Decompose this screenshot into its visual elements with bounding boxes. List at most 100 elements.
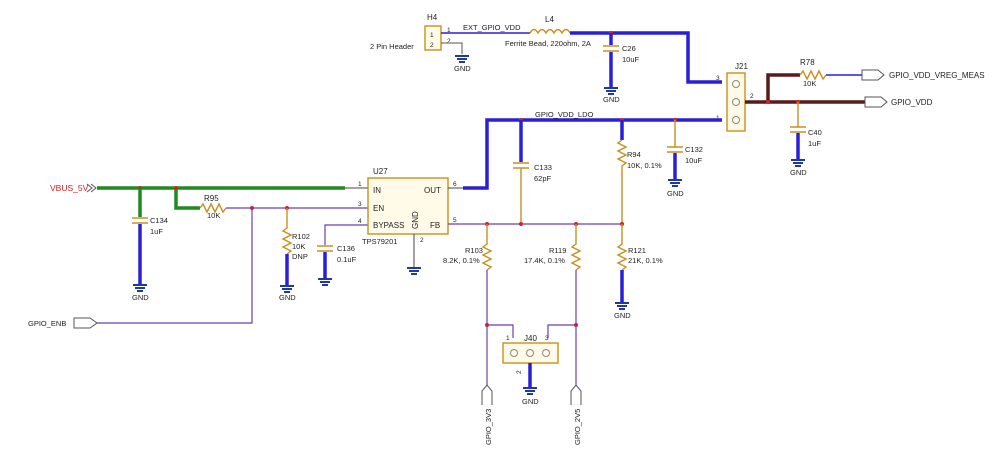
c134-ref: C134 bbox=[150, 216, 168, 225]
gnd-c134: GND bbox=[132, 284, 149, 302]
r119-ref: R119 bbox=[549, 246, 566, 255]
gnd-c40: GND bbox=[790, 159, 807, 177]
j40-pin1: 1 bbox=[506, 335, 510, 342]
enb-wire bbox=[97, 208, 253, 324]
r95-resistor[interactable]: R95 10K bbox=[199, 194, 227, 220]
junction-c133-fb bbox=[519, 222, 523, 226]
c26-capacitor[interactable]: C26 10uF bbox=[603, 33, 640, 88]
port-vreg-meas[interactable]: GPIO_VDD_VREG_MEAS bbox=[861, 69, 985, 81]
r102-resistor[interactable]: R102 10K DNP bbox=[281, 208, 310, 286]
net-ext-gpio-vdd: EXT_GPIO_VDD bbox=[463, 23, 521, 32]
gnd-r121: GND bbox=[614, 302, 631, 320]
gnd-h4: GND bbox=[454, 55, 471, 73]
c26-ref: C26 bbox=[622, 44, 636, 53]
gnd-c132: GND bbox=[667, 179, 684, 198]
r121-val: 21K, 0.1% bbox=[628, 256, 663, 265]
c132-capacitor[interactable]: C132 10uF bbox=[667, 120, 703, 180]
port-gpio-enb[interactable]: GPIO_ENB bbox=[28, 317, 98, 329]
u27-num-bypass: 4 bbox=[358, 218, 362, 225]
r103-resistor[interactable]: R103 8.2K, 0.1% bbox=[443, 224, 514, 338]
h4-p1-pin: 1 bbox=[447, 27, 451, 34]
port-gpio-2v5[interactable]: GPIO_2V5 bbox=[570, 384, 582, 445]
junction-j21 bbox=[766, 100, 770, 104]
r94-val: 10K, 0.1% bbox=[627, 161, 662, 170]
h4-pin2-num: 2 bbox=[430, 42, 434, 49]
r103-val: 8.2K, 0.1% bbox=[443, 256, 480, 265]
u27-num-in: 1 bbox=[358, 181, 362, 188]
port-vbus[interactable]: VBUS_5V bbox=[50, 183, 97, 193]
c136-capacitor[interactable]: C136 0.1uF bbox=[317, 244, 357, 279]
gnd-label: GND bbox=[132, 293, 149, 302]
gnd-label: GND bbox=[667, 189, 684, 198]
j40-jumper[interactable]: J40 1 3 2 bbox=[502, 334, 559, 374]
h4-header[interactable]: 1 2 H4 2 Pin Header 1 2 bbox=[370, 13, 451, 51]
c40-val: 1uF bbox=[808, 139, 821, 148]
port-gpio-3v3[interactable]: GPIO_3V3 bbox=[481, 384, 493, 445]
c26-val: 10uF bbox=[622, 55, 640, 64]
c132-ref: C132 bbox=[685, 145, 703, 154]
j21-ref: J21 bbox=[735, 62, 748, 71]
l4-desc: Ferrite Bead, 220ohm, 2A bbox=[505, 39, 591, 48]
net-gpio-vdd: GPIO_VDD bbox=[891, 98, 933, 107]
ldo-bus-wire bbox=[463, 118, 722, 190]
gnd-label: GND bbox=[603, 95, 620, 104]
ext-to-j21-wire bbox=[570, 31, 722, 84]
l4-ref: L4 bbox=[545, 15, 554, 24]
r94-ref: R94 bbox=[627, 150, 641, 159]
u27-part: TPS79201 bbox=[362, 237, 397, 246]
l4-ferrite[interactable]: L4 Ferrite Bead, 220ohm, 2A bbox=[505, 15, 591, 48]
r119-val: 17.4K, 0.1% bbox=[524, 256, 565, 265]
r103-ref: R103 bbox=[465, 246, 483, 255]
gnd-label: GND bbox=[454, 64, 471, 73]
u27-num-fb: 5 bbox=[453, 217, 457, 224]
r94-resistor[interactable]: R94 10K, 0.1% bbox=[616, 120, 662, 223]
bypass-wire bbox=[324, 224, 368, 245]
u27-pin-fb: FB bbox=[430, 221, 440, 230]
h4-pin1-num: 1 bbox=[430, 32, 434, 39]
h4-ref: H4 bbox=[427, 13, 438, 22]
c136-val: 0.1uF bbox=[337, 255, 357, 264]
c134-val: 1uF bbox=[150, 227, 163, 236]
r95-val: 10K bbox=[207, 211, 220, 220]
net-gpio-2v5: GPIO_2V5 bbox=[573, 409, 582, 445]
r78-ref: R78 bbox=[800, 58, 815, 67]
j21-to-r78-wire bbox=[745, 73, 800, 104]
u27-pin-bypass: BYPASS bbox=[373, 221, 404, 230]
c133-capacitor[interactable]: C133 62pF bbox=[513, 120, 552, 223]
u27-num-gnd: 2 bbox=[420, 237, 424, 244]
r121-ref: R121 bbox=[628, 246, 646, 255]
r119-resistor[interactable]: R119 17.4K, 0.1% bbox=[524, 224, 582, 338]
r78-resistor[interactable]: R78 10K bbox=[799, 58, 827, 88]
net-gpio-enb: GPIO_ENB bbox=[28, 319, 66, 328]
port-gpio-vdd[interactable]: GPIO_VDD bbox=[864, 96, 933, 108]
r121-resistor[interactable]: R121 21K, 0.1% bbox=[616, 224, 663, 303]
r95-ref: R95 bbox=[204, 194, 219, 203]
j40-ref: J40 bbox=[524, 334, 537, 343]
gnd-label: GND bbox=[614, 311, 631, 320]
c132-val: 10uF bbox=[685, 156, 703, 165]
gnd-label: GND bbox=[279, 293, 296, 302]
u27-pin-in: IN bbox=[373, 186, 381, 195]
u27-num-out: 6 bbox=[453, 181, 457, 188]
u27-ref: U27 bbox=[373, 167, 388, 176]
u27-pin-out: OUT bbox=[424, 186, 441, 195]
u27-pin-gnd: GND bbox=[411, 211, 420, 229]
c40-capacitor[interactable]: C40 1uF bbox=[790, 102, 822, 160]
r78-val: 10K bbox=[803, 79, 816, 88]
h4-p2-pin: 2 bbox=[447, 38, 451, 45]
c133-ref: C133 bbox=[534, 163, 552, 172]
gnd-j40: GND bbox=[522, 387, 539, 406]
gnd-c136 bbox=[318, 278, 332, 286]
j21-pin2: 2 bbox=[750, 93, 754, 100]
j21-pin3: 3 bbox=[716, 75, 720, 82]
gnd-r102: GND bbox=[279, 285, 296, 302]
u27-regulator[interactable]: IN EN BYPASS OUT FB GND U27 TPS79201 1 3… bbox=[358, 167, 457, 246]
net-gpio-vdd-ldo: GPIO_VDD_LDO bbox=[535, 110, 594, 119]
c136-ref: C136 bbox=[337, 244, 355, 253]
j21-jumper[interactable]: J21 3 2 1 bbox=[716, 62, 754, 132]
c134-capacitor[interactable]: C134 1uF bbox=[132, 188, 168, 285]
r102-val: 10K bbox=[292, 242, 305, 251]
vbus-to-r95-wire bbox=[174, 188, 200, 210]
u27-pin-en: EN bbox=[373, 204, 384, 213]
